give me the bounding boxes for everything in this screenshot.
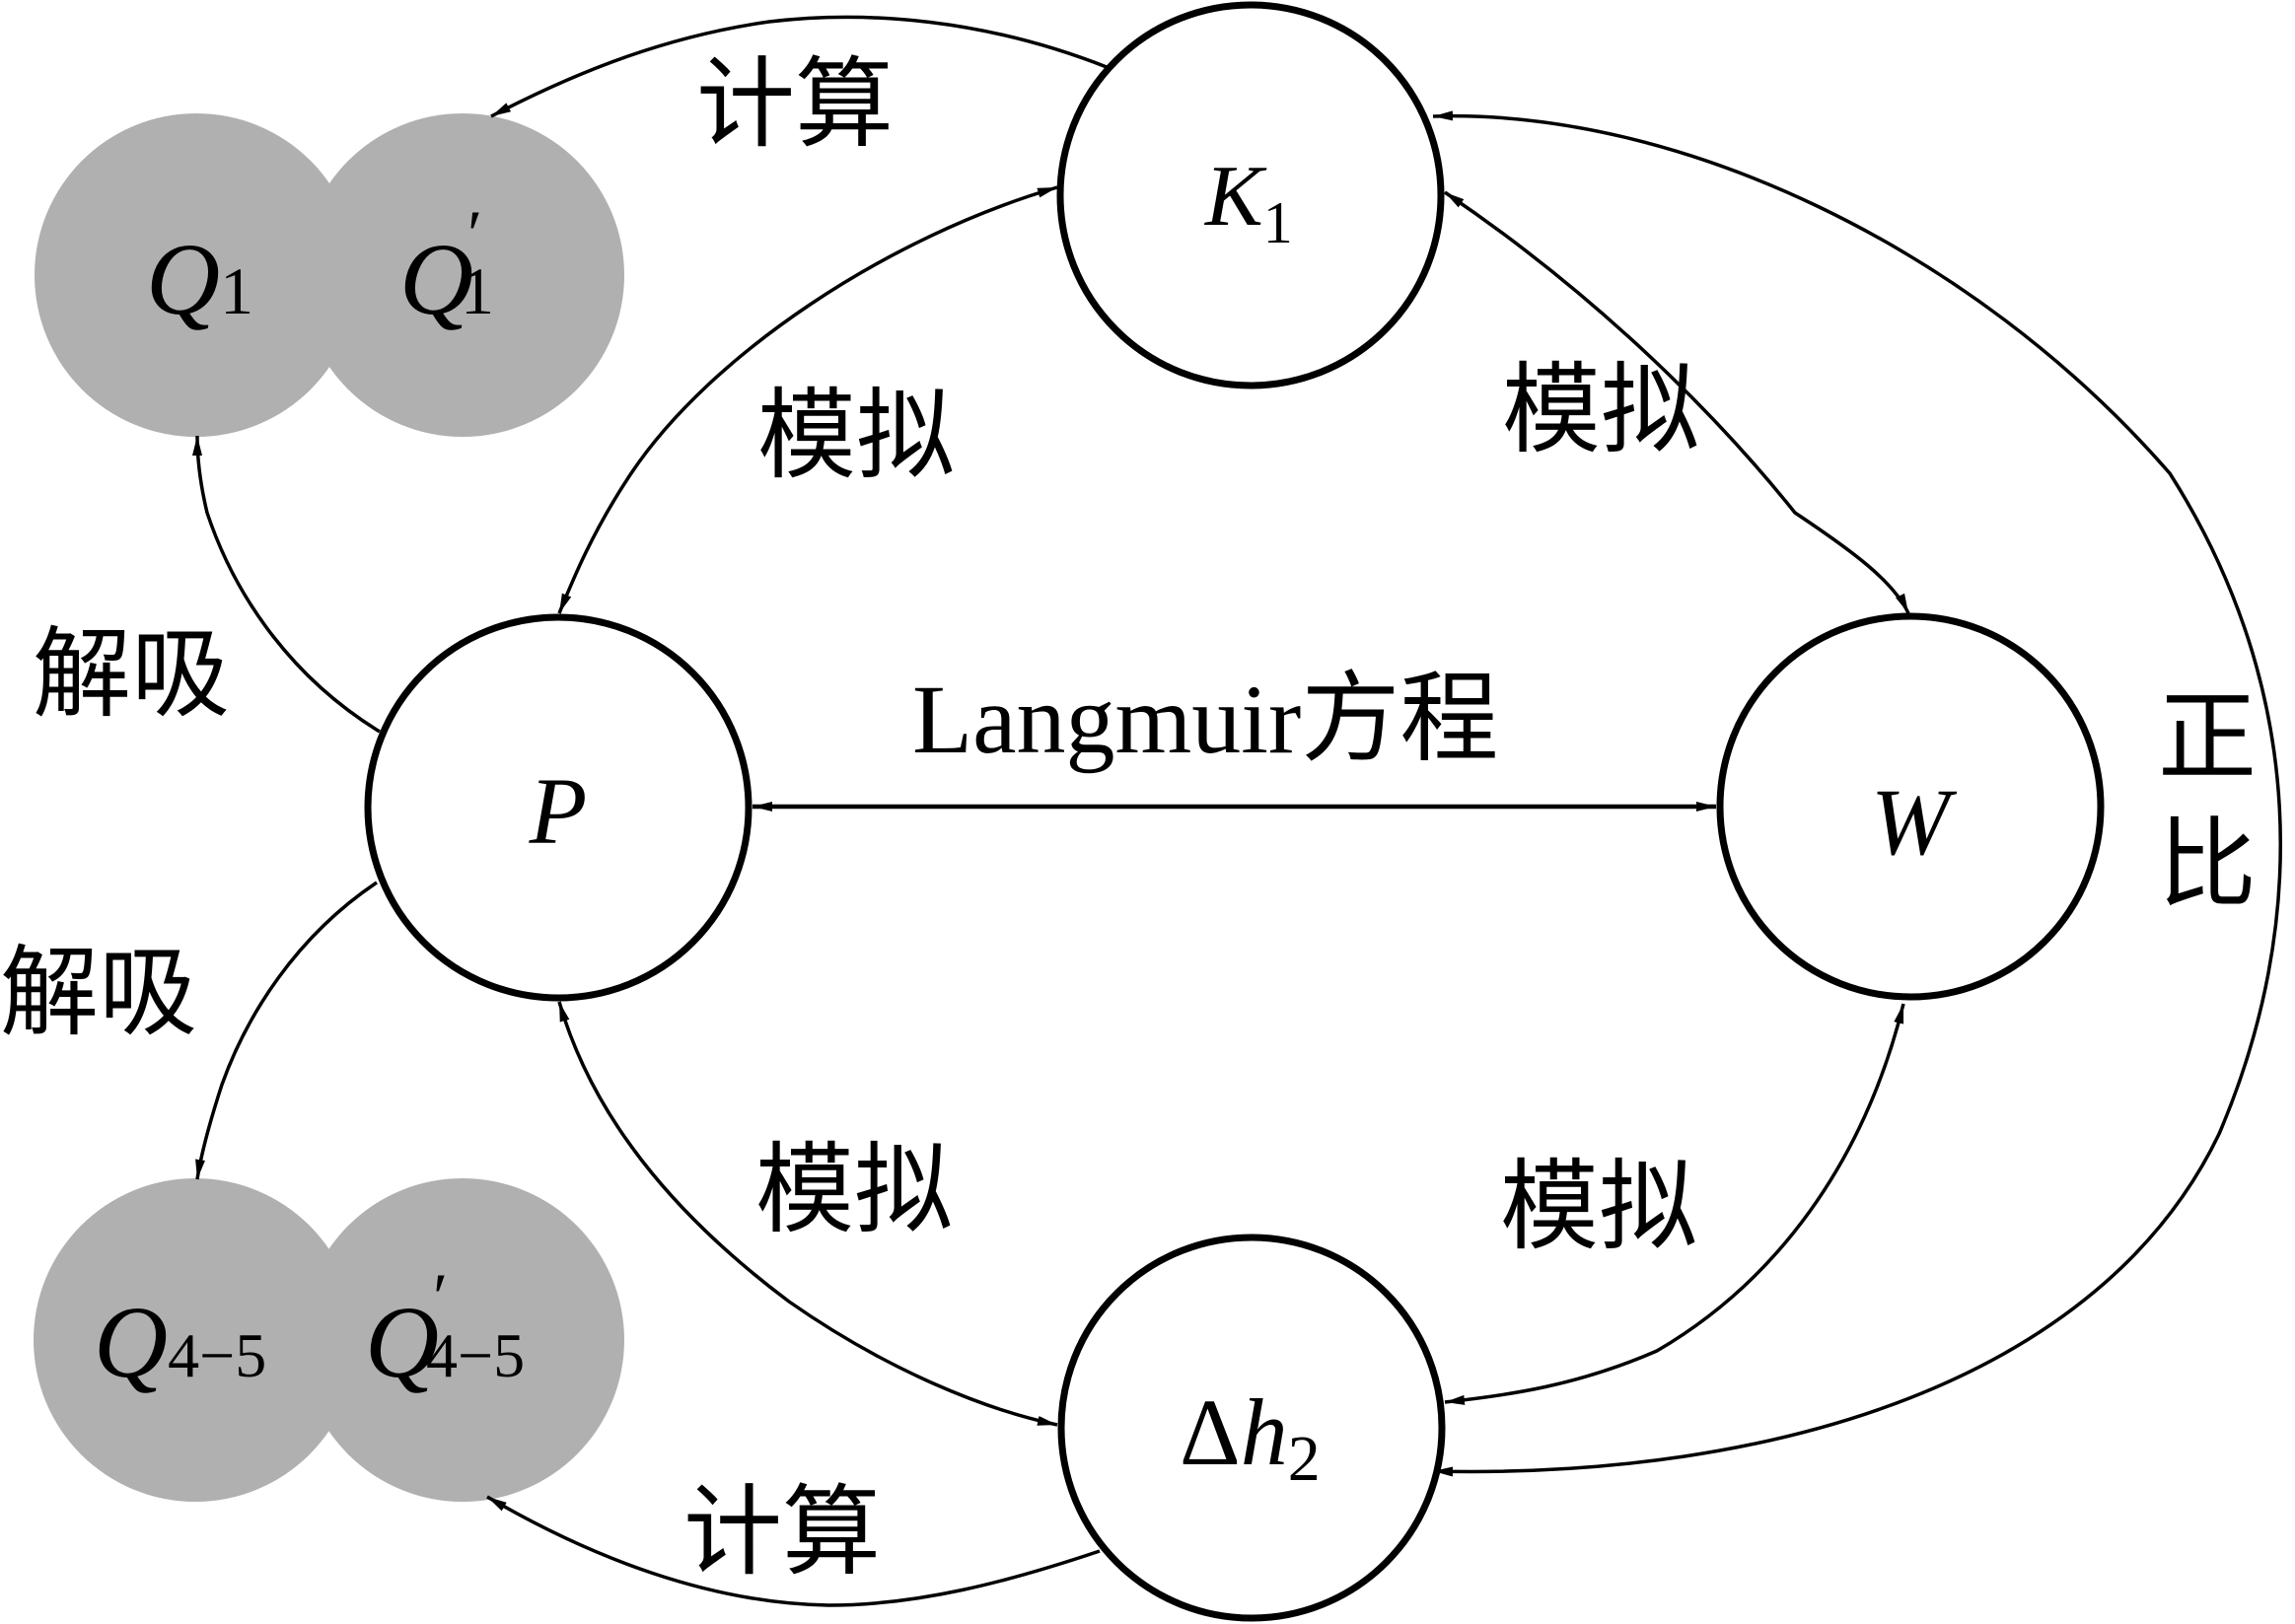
label-sim-p-dh2: 模拟 [755, 1132, 953, 1247]
node-w: W [1716, 612, 2105, 1001]
node-q1-label: Q1 [146, 223, 253, 336]
label-calc-bottom: 计算 [683, 1474, 881, 1589]
node-k1-circle [1056, 1, 1445, 389]
node-w-label: W [1871, 769, 1958, 875]
node-k1: K1 [1056, 1, 1445, 389]
label-langmuir: Langmuir方程 [912, 665, 1498, 774]
edge-k1-dh2 [1432, 110, 2282, 1477]
node-q1-prime [301, 113, 624, 437]
edge-p-to-q45 [195, 881, 378, 1180]
node-p: P [364, 613, 753, 1002]
label-proportional-top: 正 [2158, 679, 2257, 795]
node-q1 [35, 113, 358, 437]
label-sim-k1-p: 模拟 [757, 378, 955, 493]
label-desorb-q1: 解吸 [33, 616, 230, 732]
label-sim-w-dh2: 模拟 [1500, 1149, 1697, 1264]
node-q45-prime-label: Q′4−5 [365, 1259, 525, 1399]
label-calc-top: 计算 [696, 46, 894, 162]
node-q45-label: Q4−5 [94, 1286, 266, 1399]
edge-w-dh2 [1444, 1003, 1905, 1405]
node-w-circle [1716, 612, 2105, 1001]
node-dh2-label: Δh2 [1180, 1379, 1321, 1495]
label-proportional-bottom: 比 [2158, 807, 2257, 922]
edge-k1-p [557, 185, 1058, 614]
node-dh2-circle [1057, 1234, 1446, 1622]
edge-k1-to-q1-prime [490, 15, 1108, 118]
output-group-q45: Q4−5 Q′4−5 [34, 1178, 624, 1502]
node-dh2: Δh2 [1057, 1234, 1446, 1622]
edge-p-dh2 [557, 1001, 1058, 1427]
output-group-q1: Q1 Q′1 [35, 113, 624, 437]
node-p-circle [364, 613, 753, 1002]
node-k1-label: K1 [1203, 149, 1293, 255]
edge-k1-w [1444, 190, 1910, 614]
label-sim-k1-w: 模拟 [1502, 352, 1699, 467]
node-p-label: P [529, 758, 588, 864]
node-q45-prime [301, 1178, 624, 1502]
label-desorb-q45: 解吸 [0, 935, 197, 1050]
node-q1-prime-label: Q′1 [399, 196, 494, 336]
node-q45 [34, 1178, 357, 1502]
edge-p-to-q1 [192, 435, 381, 734]
edge-dh2-to-q45-prime [486, 1495, 1101, 1607]
